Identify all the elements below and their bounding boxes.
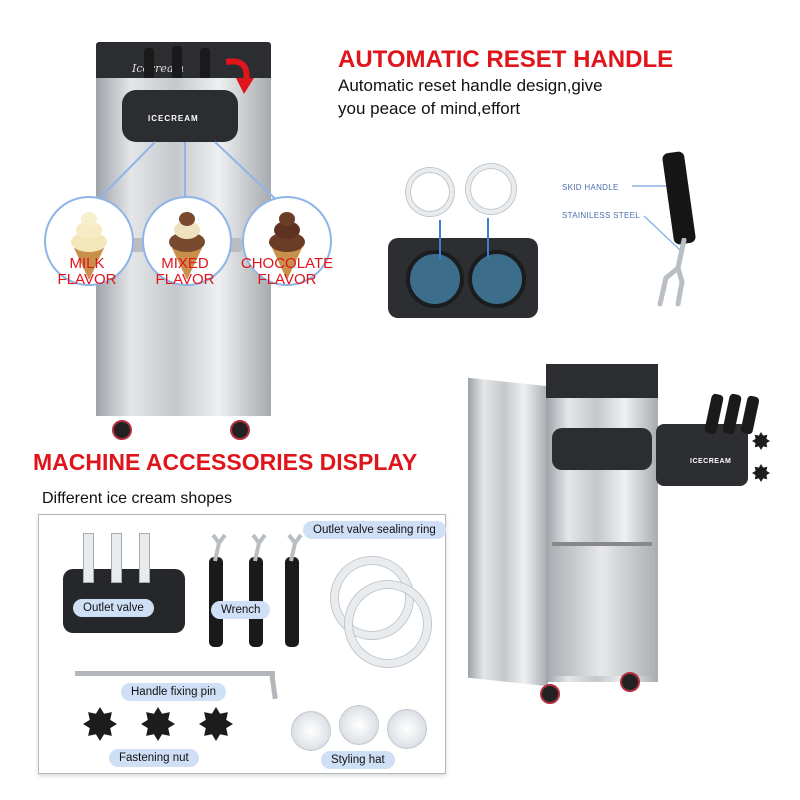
right-valve-knob-bottom — [752, 464, 770, 482]
reset-handle-desc-line2: you peace of mind,effort — [338, 99, 521, 118]
valve-block — [388, 238, 538, 318]
accessories-title: MACHINE ACCESSORIES DISPLAY — [33, 449, 418, 475]
right-machine-dispenser — [552, 428, 652, 470]
reset-handle-title: AUTOMATIC RESET HANDLE — [338, 46, 674, 73]
right-valve-brand-label: ICECREAM — [690, 458, 732, 465]
skid-handle-pointer-lines — [632, 185, 681, 251]
right-machine-side — [468, 377, 548, 687]
right-machine-wheel-2 — [620, 672, 640, 692]
styling-hat-3 — [387, 709, 427, 749]
accessories-panel: Outlet valve Wrench Outlet valve sealing… — [38, 514, 446, 774]
skid-handle-label: SKID HANDLE — [562, 183, 619, 192]
styling-hat-label: Styling hat — [321, 751, 395, 769]
skid-handle-fork-icon — [657, 238, 687, 307]
right-valve-knob-top — [752, 432, 770, 450]
fastening-nut-1 — [83, 707, 117, 741]
right-machine-top — [546, 364, 658, 398]
styling-hat-2 — [339, 705, 379, 745]
left-wheel — [112, 420, 132, 440]
outlet-valve-label: Outlet valve — [73, 599, 154, 617]
outlet-valve-tube-2 — [111, 533, 122, 583]
accessories-subtitle: Different ice cream shopes — [42, 490, 233, 507]
dispenser-brand-label: ICECREAM — [148, 114, 199, 123]
sealing-ring-label: Outlet valve sealing ring — [303, 521, 446, 539]
wrench-fork-icons — [211, 533, 303, 562]
chocolate-cone-icon — [269, 212, 305, 280]
flavor-circle-mixed — [142, 196, 232, 286]
styling-hat-1 — [291, 711, 331, 751]
right-ice-cream-machine — [468, 362, 658, 704]
fastening-nut-2 — [141, 707, 175, 741]
valve-port-left — [406, 250, 464, 308]
dispenser-head — [122, 90, 238, 142]
outlet-valve-tube-1 — [83, 533, 94, 583]
right-machine-bin — [552, 542, 652, 676]
mixed-cone-icon — [169, 212, 205, 280]
fastening-nut-3 — [199, 707, 233, 741]
right-wheel — [230, 420, 250, 440]
outlet-valve-tube-3 — [139, 533, 150, 583]
sealing-ring-large-2 — [345, 581, 431, 667]
right-machine-wheel-1 — [540, 684, 560, 704]
reset-arrow-icon — [220, 56, 254, 101]
stainless-steel-label: STAINILESS STEEL — [562, 211, 641, 220]
ring-pointer-lines — [439, 218, 489, 260]
right-valve-handle-3 — [740, 395, 760, 435]
handle-fixing-pin-label: Handle fixing pin — [121, 683, 227, 701]
handle-fixing-pin — [75, 671, 275, 676]
top-handle-3 — [200, 48, 210, 82]
top-handle-2 — [172, 46, 182, 82]
small-seal-ring-1 — [406, 168, 454, 216]
reset-handle-desc-line1: Automatic reset handle design,give — [338, 76, 603, 95]
top-handle-1 — [144, 48, 154, 82]
wrench-label: Wrench — [211, 601, 271, 619]
right-outlet-valve-detail — [656, 424, 748, 486]
fastening-nut-label: Fastening nut — [109, 749, 199, 767]
valve-port-right — [468, 250, 526, 308]
flavor-circle-milk — [44, 196, 134, 286]
flavor-circle-chocolate — [242, 196, 332, 286]
handle-fixing-pin-bend — [269, 672, 278, 700]
milk-cone-icon — [71, 212, 107, 280]
machine-top-panel — [96, 42, 271, 78]
wrench-3 — [285, 557, 299, 647]
small-seal-ring-2 — [466, 164, 516, 214]
